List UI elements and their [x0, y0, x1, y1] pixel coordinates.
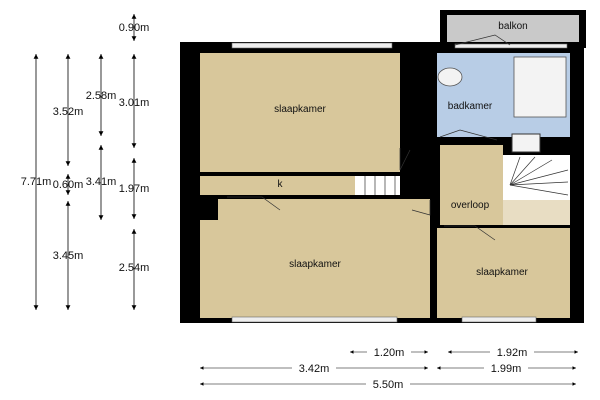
doors	[227, 34, 511, 241]
small-stairs-steps	[364, 176, 396, 195]
closet-label: k	[278, 179, 284, 190]
bedroom-right-label: slaapkamer	[476, 267, 528, 278]
bedroom-bottom-alcove	[200, 220, 218, 318]
vertical-dimension-lines	[33, 14, 137, 310]
dim-v-301: 3.01m	[119, 97, 150, 109]
closet	[200, 176, 355, 195]
dim-v-345: 3.45m	[53, 250, 84, 262]
bedroom-right	[437, 228, 570, 318]
dim-v-060: 0.60m	[53, 179, 84, 191]
dim-v-341: 3.41m	[86, 176, 117, 188]
dim-total-width: 5.50m	[373, 379, 404, 391]
windows	[231, 42, 568, 323]
bathtub	[513, 56, 567, 118]
dim-h-192: 1.92m	[497, 347, 528, 359]
dim-h-199: 1.99m	[491, 363, 522, 375]
dim-total-height: 7.71m	[21, 176, 52, 188]
dim-v-254: 2.54m	[119, 262, 150, 274]
stairs-steps	[509, 156, 569, 196]
bathroom-label: badkamer	[448, 101, 493, 112]
dim-v-090: 0.90m	[119, 22, 150, 34]
horizontal-dimension-labels	[292, 345, 534, 389]
balcony	[447, 15, 579, 45]
landing	[440, 145, 503, 225]
dim-v-197: 1.97m	[119, 183, 150, 195]
small-stairs	[355, 176, 400, 195]
sink-icon	[437, 67, 463, 87]
stairs-landing	[503, 200, 570, 225]
dim-v-352: 3.52m	[53, 106, 84, 118]
bedroom-bottom-label: slaapkamer	[289, 259, 341, 270]
landing-label: overloop	[451, 200, 490, 211]
bedroom-top	[200, 53, 400, 172]
bedroom-bottom	[218, 199, 430, 318]
toilet-icon	[511, 133, 541, 153]
dim-h-342: 3.42m	[299, 363, 330, 375]
balcony-label: balkon	[498, 21, 527, 32]
dim-v-258: 2.58m	[86, 90, 117, 102]
dim-h-120: 1.20m	[374, 347, 405, 359]
bedroom-top-label: slaapkamer	[274, 104, 326, 115]
